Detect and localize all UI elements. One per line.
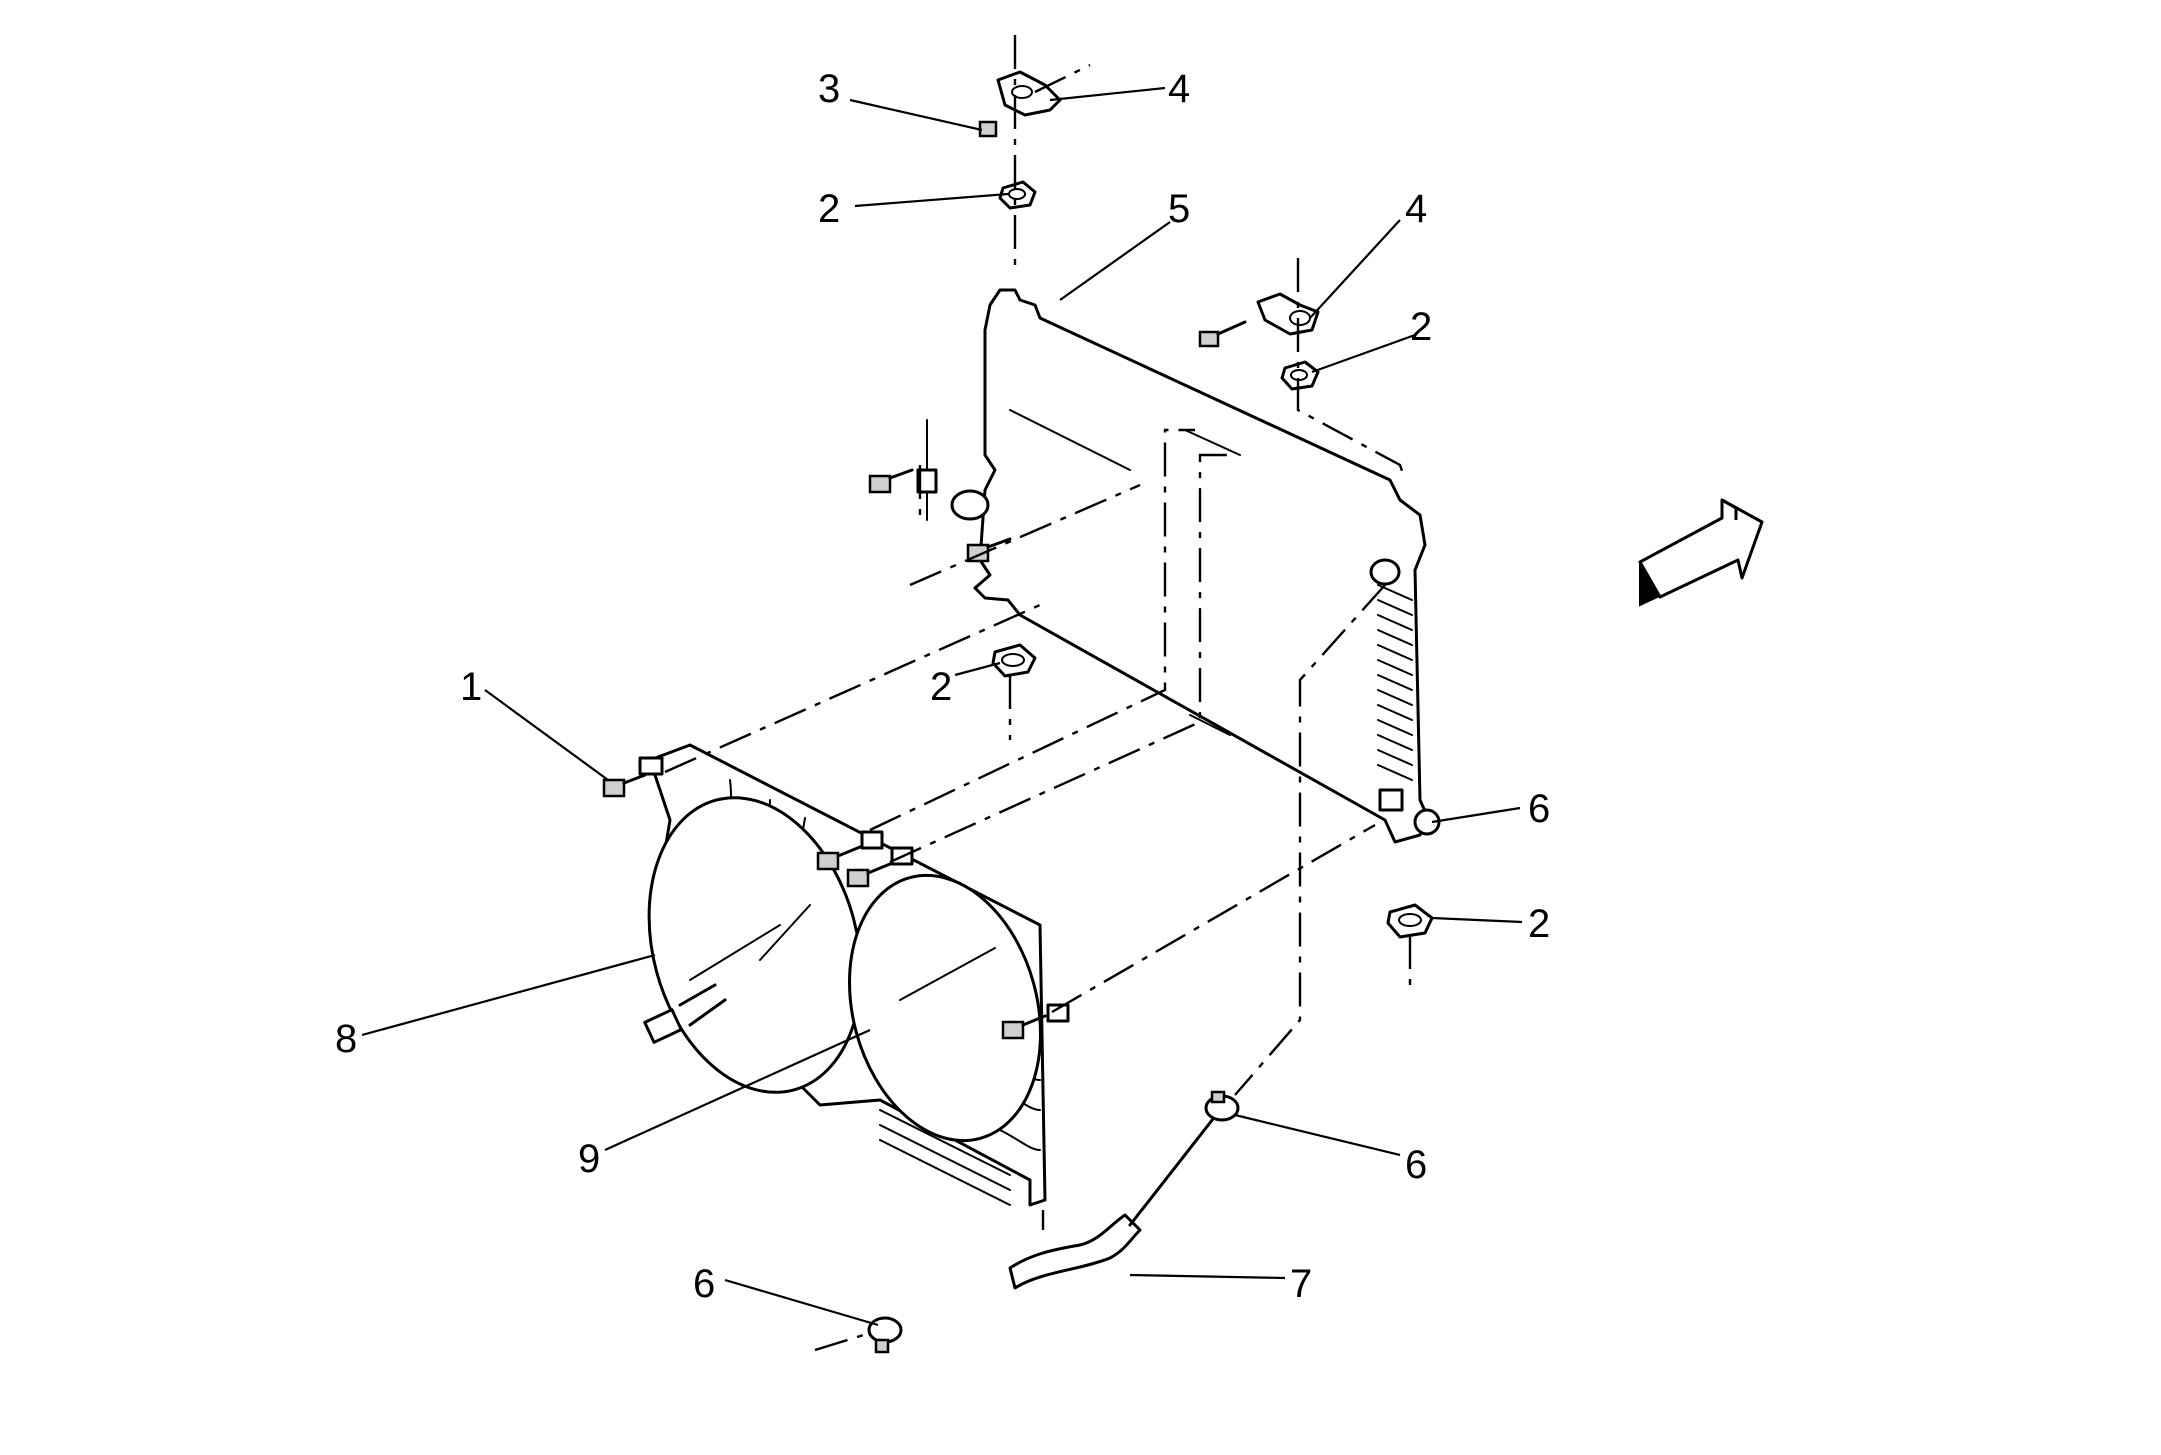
callout-3: 3: [818, 67, 840, 111]
callout-6: 6: [693, 1262, 715, 1306]
radiator-inlet: [1369, 558, 1401, 586]
callout-5: 5: [1168, 187, 1190, 231]
clamp-icon: [867, 1316, 903, 1354]
bolt-icon: [978, 120, 998, 138]
insulator-icon: [1386, 903, 1434, 939]
insulator-icon: [1280, 360, 1320, 391]
brackets: [996, 70, 1320, 336]
leader-lines: [361, 86, 1523, 1327]
callout-2: 2: [1410, 305, 1432, 349]
fan-left: [647, 796, 863, 1094]
radiator-side-neck: [950, 489, 990, 521]
view-direction-arrow-icon: [1638, 498, 1764, 607]
radiator-fins: [1377, 584, 1413, 781]
callout-8: 8: [335, 1017, 357, 1061]
callout-6: 6: [1528, 787, 1550, 831]
bolt-icon: [602, 773, 647, 798]
bolt-icon: [846, 862, 892, 888]
fan-shroud: [638, 743, 1070, 1207]
bolts: [602, 120, 1247, 1040]
callout-1: 1: [460, 665, 482, 709]
assembly-lines: [664, 35, 1412, 1352]
bolt-icon: [1198, 320, 1247, 348]
callout-4: 4: [1168, 67, 1190, 111]
insulators: [991, 180, 1434, 939]
callout-6: 6: [1405, 1143, 1427, 1187]
lower-hose: [1008, 1108, 1222, 1290]
radiator: [950, 288, 1430, 844]
callout-2: 2: [1528, 902, 1550, 946]
insulator-icon: [998, 180, 1037, 210]
callout-7: 7: [1290, 1262, 1312, 1306]
callouts: 1 2 2 2 2 3 4 4 5 6 6 6 7 8 9: [335, 67, 1550, 1306]
fan-right: [848, 873, 1042, 1143]
callout-4: 4: [1405, 187, 1427, 231]
callout-2: 2: [818, 187, 840, 231]
bracket-icon: [996, 70, 1062, 117]
clamp-icon: [1204, 1090, 1240, 1122]
bolt-icon: [1001, 1014, 1047, 1040]
callout-9: 9: [578, 1137, 600, 1181]
bolt-icon: [816, 845, 862, 871]
callout-2: 2: [930, 665, 952, 709]
bolt-icon: [868, 468, 914, 494]
insulator-icon: [991, 643, 1037, 678]
side-clip: [916, 419, 938, 521]
hose-clamps: [867, 808, 1441, 1354]
